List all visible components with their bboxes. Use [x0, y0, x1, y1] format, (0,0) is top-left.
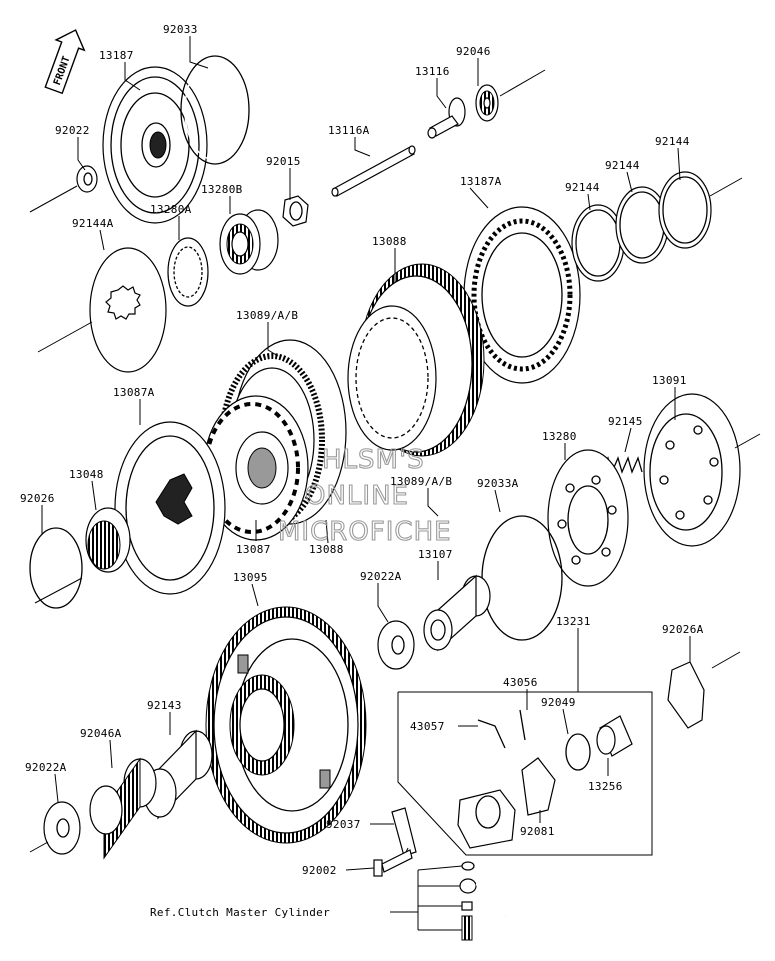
label-92046: 92046	[456, 45, 491, 58]
plate-13280A	[167, 237, 209, 307]
watermark-line-2: ONLINE	[305, 481, 409, 511]
axis-line	[711, 651, 741, 669]
label-92145: 92145	[608, 415, 643, 428]
label-92046A: 92046A	[80, 727, 122, 740]
banjo-hose-fitting	[459, 861, 508, 941]
front-direction-arrow-icon: FRONT	[44, 29, 86, 95]
label-13087A: 13087A	[113, 386, 155, 399]
sleeve-13048	[85, 507, 131, 573]
watermark-line-1: HLSM'S	[322, 445, 425, 475]
bushing-13107	[423, 574, 491, 652]
washer-92022	[76, 165, 98, 193]
leader-lines	[41, 36, 691, 871]
label-92144-b: 92144	[605, 159, 640, 172]
axis-line	[29, 841, 49, 853]
slave-cylinder-assembly-13231	[397, 652, 653, 856]
washer-92022A	[377, 620, 415, 670]
axis-line	[734, 433, 761, 449]
label-13107: 13107	[418, 548, 453, 561]
label-13087: 13087	[236, 543, 271, 556]
pressure-plate-13187	[102, 66, 208, 224]
push-rod-13116	[427, 97, 466, 139]
label-13088-b: 13088	[309, 543, 344, 556]
clutch-housing-gear-13095	[205, 606, 367, 844]
label-13091: 13091	[652, 374, 687, 387]
label-92033: 92033	[163, 23, 198, 36]
label-13095: 13095	[233, 571, 268, 584]
circlip-92033	[180, 55, 250, 165]
needle-bearing-92046A	[89, 757, 157, 860]
part-labels: 92033 13187 92022 92046 13116 13116A 921…	[20, 23, 704, 919]
label-92049: 92049	[541, 696, 576, 709]
label-92033A: 92033A	[477, 477, 519, 490]
watermark: HLSM'S ONLINE MICROFICHE	[277, 444, 452, 547]
washer-92022A-lower	[43, 801, 81, 855]
pressure-plate-13091	[643, 393, 741, 547]
plate-13280	[547, 449, 629, 587]
label-13089-a: 13089/A/B	[236, 309, 298, 322]
label-92037: 92037	[326, 818, 361, 831]
label-13089-b: 13089/A/B	[390, 475, 452, 488]
label-92026: 92026	[20, 492, 55, 505]
label-92022A: 92022A	[360, 570, 402, 583]
bolt-92002	[373, 849, 413, 877]
shim-92144-3	[658, 171, 712, 249]
hose-clamp-92037	[391, 807, 417, 857]
label-13280A: 13280A	[150, 203, 192, 216]
label-92143: 92143	[147, 699, 182, 712]
label-92026A: 92026A	[662, 623, 704, 636]
label-13116: 13116	[415, 65, 450, 78]
label-92081: 92081	[520, 825, 555, 838]
axis-line	[29, 185, 78, 213]
push-rod-13116A	[331, 145, 416, 197]
label-92144-c: 92144	[565, 181, 600, 194]
ring-92026	[29, 527, 83, 609]
axis-line	[34, 577, 83, 604]
axis-line	[499, 69, 546, 97]
label-92144A: 92144A	[72, 217, 114, 230]
friction-plate-13088	[347, 263, 485, 457]
nut-92015	[282, 195, 309, 227]
label-92022A-lower: 92022A	[25, 761, 67, 774]
axis-line	[709, 177, 743, 197]
friction-plate-13187A	[463, 206, 581, 384]
shim-92144-1	[571, 204, 625, 282]
housing-13087A	[114, 421, 226, 595]
label-92022: 92022	[55, 124, 90, 137]
label-13280: 13280	[542, 430, 577, 443]
gasket-92026A	[667, 661, 705, 729]
needle-bearing-92046	[475, 84, 499, 122]
label-92015: 92015	[266, 155, 301, 168]
label-13088-a: 13088	[372, 235, 407, 248]
label-13116A: 13116A	[328, 124, 370, 137]
axis-line	[37, 321, 93, 353]
spring-plate-92144A	[89, 247, 167, 373]
collar-13280B	[219, 209, 279, 275]
label-43057: 43057	[410, 720, 445, 733]
clutch-hub-13087	[203, 395, 309, 541]
label-13280B: 13280B	[201, 183, 243, 196]
label-13231: 13231	[556, 615, 591, 628]
label-43056: 43056	[503, 676, 538, 689]
label-13187: 13187	[99, 49, 134, 62]
label-92144-a: 92144	[655, 135, 690, 148]
label-13187A: 13187A	[460, 175, 502, 188]
watermark-line-3: MICROFICHE	[278, 517, 452, 547]
label-92002: 92002	[302, 864, 337, 877]
label-13048: 13048	[69, 468, 104, 481]
label-reference-note: Ref.Clutch Master Cylinder	[150, 906, 330, 919]
circlip-92033A	[481, 515, 563, 641]
label-13256: 13256	[588, 780, 623, 793]
